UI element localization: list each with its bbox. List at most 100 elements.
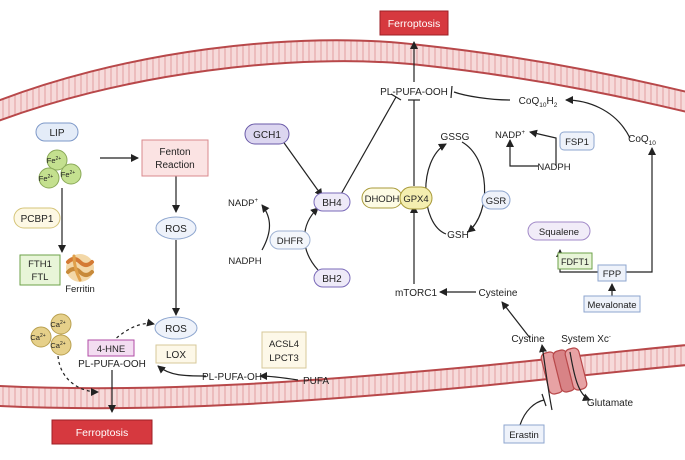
ferritin-label: Ferritin	[65, 284, 95, 295]
ros-bottom-node	[154, 316, 198, 340]
ferroptosis-bottom-box	[51, 419, 153, 445]
arrow-fsp1-to-nadp	[529, 129, 557, 166]
bh4-node	[313, 192, 351, 212]
inhibit-coq10h2-plpufaooh	[453, 91, 511, 101]
gch1-label: GCH1	[253, 130, 281, 141]
fe-ions: Fe2+ Fe2+ Fe2+	[38, 149, 82, 189]
ros-top-label: ROS	[165, 224, 187, 235]
arrow-pufa-to-plpufaoh	[259, 372, 299, 381]
svg-text:NADP+: NADP+	[495, 130, 525, 141]
svg-text:System Xc-: System Xc-	[561, 334, 611, 345]
nadph-right-label: NADPH	[537, 162, 570, 173]
lip-label: LIP	[49, 128, 64, 139]
pl-pufa-ooh-bottom-label: PL-PUFA-OOH	[78, 359, 146, 370]
pufa-label: PUFA	[303, 376, 329, 387]
arrow-gsh-to-gssg	[425, 143, 447, 235]
svg-text:Ca2+: Ca2+	[30, 333, 45, 342]
4-hne-box	[87, 339, 135, 357]
svg-text:Fe2+: Fe2+	[39, 174, 54, 183]
fdft1-label: FDFT1	[561, 257, 589, 267]
ftl-label: FTL	[32, 272, 49, 283]
fdft1-box	[557, 252, 593, 270]
fe-charge-2: 2+	[48, 174, 54, 180]
arrow-nadph-to-nadp-right	[506, 139, 538, 167]
svg-text:Ca2+: Ca2+	[50, 341, 65, 350]
coq10h2-sub-2: 2	[554, 102, 558, 109]
bh4-label: BH4	[322, 198, 342, 209]
nadp-plus-right-label: NADP	[495, 130, 521, 141]
fe-label-2: Fe	[39, 174, 48, 183]
svg-text:Ca2+: Ca2+	[50, 320, 65, 329]
squalene-label: Squalene	[539, 227, 579, 238]
lox-label: LOX	[166, 350, 186, 361]
gsr-label: GSR	[486, 196, 507, 207]
inhibit-erastin-systemxc	[519, 399, 545, 426]
arrow-glutamate-export	[569, 351, 591, 401]
squalene-node	[527, 221, 591, 241]
4-hne-label: 4-HNE	[97, 344, 126, 355]
glutamate-label: Glutamate	[587, 398, 634, 409]
fe-label-3: Fe	[61, 170, 70, 179]
ca-label-3: Ca	[50, 341, 60, 350]
ca-label-2: Ca	[30, 333, 40, 342]
gpx4-label: GPX4	[403, 194, 428, 205]
arrow-fpp-to-coq10	[626, 147, 656, 273]
arrow-cystine-import	[539, 344, 553, 411]
svg-text:CoQ10: CoQ10	[628, 134, 656, 147]
lip-node	[35, 122, 79, 142]
fenton-reaction-box	[141, 139, 209, 177]
svg-text:CoQ10H2: CoQ10H2	[519, 96, 558, 109]
svg-text:NADP+: NADP+	[228, 198, 258, 209]
arrow-plpufaoh-to-plpufaooh	[157, 365, 207, 377]
dhfr-label: DHFR	[277, 236, 304, 247]
acsl4-label: ACSL4	[269, 339, 299, 350]
acsl4-lpct3-box	[261, 331, 307, 369]
gsr-node	[481, 190, 511, 210]
nadph-left-label: NADPH	[228, 256, 261, 267]
system-xc-label: System Xc	[561, 334, 609, 345]
fsp1-label: FSP1	[565, 137, 589, 148]
lox-box	[155, 344, 197, 364]
arrow-ca-to-ferroptosis	[57, 355, 99, 396]
ros-top-node	[155, 216, 197, 240]
fenton-label-2: Reaction	[155, 160, 194, 171]
fe-label-1: Fe	[47, 156, 56, 165]
gsh-label: GSH	[447, 230, 469, 241]
fpp-label: FPP	[603, 269, 621, 280]
arrow-4hne-to-ros	[111, 318, 155, 343]
arrow-coq10-to-coq10h2	[565, 96, 631, 139]
arrow-gssg-to-gsh	[461, 141, 486, 233]
cell-membrane-top	[0, 39, 685, 122]
fsp1-node	[559, 131, 595, 151]
coq10-label: CoQ	[628, 134, 649, 145]
ferroptosis-top-box	[379, 10, 449, 36]
mevalonate-box	[583, 295, 641, 313]
ca-charge-3: 2+	[60, 341, 66, 347]
ferroptosis-bottom-label: Ferroptosis	[76, 427, 129, 439]
cystine-label: Cystine	[511, 334, 545, 345]
fth1-label: FTH1	[28, 259, 52, 270]
ferritin-icon	[66, 254, 94, 282]
pl-pufa-ooh-top-label: PL-PUFA-OOH	[380, 87, 448, 98]
arrow-cystine-to-cysteine	[501, 301, 531, 339]
lpct3-label: LPCT3	[269, 353, 299, 364]
ca-charge-2: 2+	[40, 333, 46, 339]
fe-charge-3: 2+	[70, 170, 76, 176]
dhfr-node	[269, 230, 311, 250]
nadp-plus-left-label: NADP	[228, 198, 254, 209]
erastin-box	[503, 424, 545, 444]
svg-text:Fe2+: Fe2+	[61, 170, 76, 179]
gssg-label: GSSG	[441, 132, 470, 143]
svg-text:Fe2+: Fe2+	[47, 156, 62, 165]
arrow-nadph-to-nadp-left	[261, 204, 271, 251]
pcbp1-label: PCBP1	[21, 214, 54, 225]
mevalonate-label: Mevalonate	[587, 300, 636, 311]
fpp-box	[597, 264, 627, 282]
fe-charge-1: 2+	[56, 156, 62, 162]
coq10-sub: 10	[649, 140, 657, 147]
gpx4-node	[399, 186, 433, 210]
pl-pufa-oh-label: PL-PUFA-OH	[202, 372, 262, 383]
fth1-ftl-box	[19, 254, 61, 286]
